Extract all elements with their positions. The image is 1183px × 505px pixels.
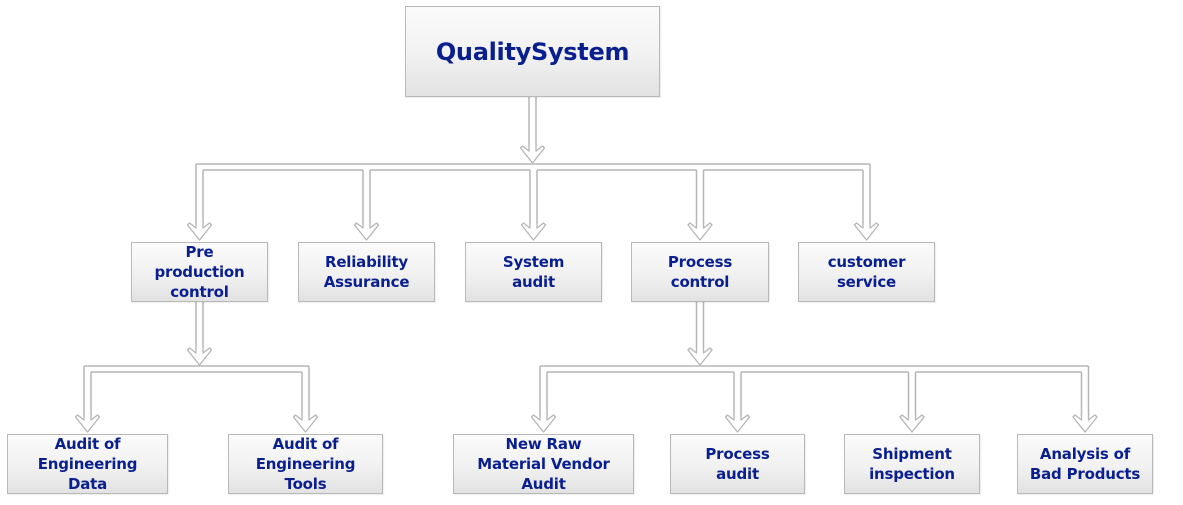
arrow-down-icon — [353, 222, 380, 241]
node-reliability-assurance: Reliability Assurance — [298, 242, 435, 302]
arrow-down-icon — [899, 414, 925, 433]
node-process-audit: Process audit — [670, 434, 805, 494]
node-label: customer service — [827, 253, 906, 291]
arrow-down-icon — [292, 414, 319, 433]
arrow-down-icon — [74, 414, 101, 433]
arrow-down-icon — [724, 414, 751, 433]
node-label: QualitySystem — [435, 37, 630, 66]
node-shipment-inspection: Shipment inspection — [844, 434, 980, 494]
arrow-down-icon — [853, 222, 880, 241]
node-label: New Raw Material Vendor Audit — [477, 435, 610, 493]
arrow-down-icon — [186, 222, 213, 241]
arrow-down-icon — [186, 347, 213, 366]
node-audit-engineering-data: Audit of Engineering Data — [7, 434, 168, 494]
arrow-down-icon — [520, 222, 547, 241]
arrow-down-icon — [687, 222, 713, 241]
node-label: Audit of Engineering Data — [37, 435, 138, 493]
node-process-control: Process control — [631, 242, 769, 302]
node-audit-engineering-tools: Audit of Engineering Tools — [228, 434, 383, 494]
node-label: Reliability Assurance — [323, 253, 410, 291]
arrow-down-icon — [530, 414, 557, 433]
node-quality-system: QualitySystem — [405, 6, 660, 97]
node-label: System audit — [502, 253, 565, 291]
node-system-audit: System audit — [465, 242, 602, 302]
node-analysis-bad-products: Analysis of Bad Products — [1017, 434, 1153, 494]
arrow-down-icon — [1072, 414, 1098, 433]
node-new-raw-material-vendor-audit: New Raw Material Vendor Audit — [453, 434, 634, 494]
node-label: Audit of Engineering Tools — [255, 435, 356, 493]
arrow-down-icon — [519, 145, 546, 164]
node-label: Pre production control — [154, 243, 245, 301]
node-label: Process control — [667, 253, 733, 291]
node-label: Analysis of Bad Products — [1029, 445, 1141, 483]
arrow-down-icon — [687, 347, 713, 366]
node-customer-service: customer service — [798, 242, 935, 302]
node-label: Process audit — [705, 445, 770, 483]
node-pre-production-control: Pre production control — [131, 242, 268, 302]
node-label: Shipment inspection — [869, 445, 955, 483]
